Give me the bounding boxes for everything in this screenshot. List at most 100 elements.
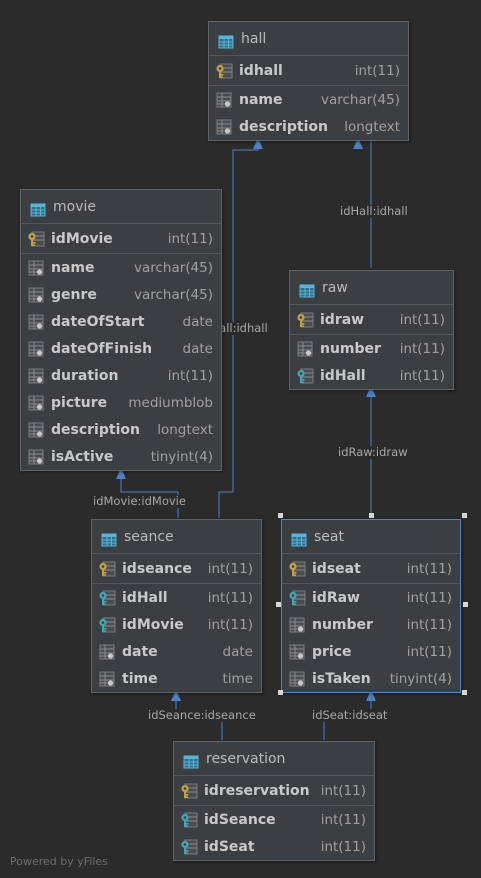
column-name: idMovie — [122, 616, 184, 633]
column-row[interactable]: idreservation int(11) — [174, 776, 374, 806]
column-row[interactable]: idseat int(11) — [282, 554, 460, 584]
column-icon — [288, 643, 306, 661]
column-type: tinyint(4) — [389, 670, 452, 687]
column-name: number — [320, 340, 381, 357]
column-row[interactable]: idMovie int(11) — [92, 611, 261, 638]
table-header[interactable]: seance — [92, 520, 261, 554]
edge-raw-hall — [358, 137, 372, 268]
table-header[interactable]: hall — [209, 22, 408, 56]
column-name: idRaw — [312, 589, 360, 606]
column-name: time — [122, 670, 158, 687]
table-header[interactable]: seat — [282, 520, 460, 554]
column-type: int(11) — [399, 367, 445, 384]
column-type: longtext — [157, 421, 213, 438]
column-name: dateOfStart — [51, 313, 145, 330]
column-type: int(11) — [207, 616, 253, 633]
column-name: name — [51, 259, 95, 276]
column-name: idreservation — [204, 782, 310, 799]
table-name: movie — [53, 198, 96, 215]
column-type: mediumblob — [128, 394, 213, 411]
column-icon — [98, 670, 116, 688]
column-icon — [215, 91, 233, 109]
column-row[interactable]: idRaw int(11) — [282, 584, 460, 611]
table-name: reservation — [206, 750, 286, 767]
primary-key-icon — [98, 560, 116, 578]
column-name: idSeat — [204, 838, 255, 855]
table-header[interactable]: movie — [21, 190, 221, 224]
column-type: longtext — [344, 118, 400, 135]
column-type: date — [182, 313, 213, 330]
column-type: int(11) — [406, 560, 452, 577]
table-header[interactable]: reservation — [174, 742, 374, 776]
column-icon — [98, 643, 116, 661]
column-type: int(11) — [406, 589, 452, 606]
edge-label-seance-movie: idMovie:idMovie — [92, 494, 187, 508]
selection-handle[interactable] — [462, 513, 467, 518]
column-type: tinyint(4) — [150, 448, 213, 465]
column-row[interactable]: description longtext — [21, 416, 221, 443]
foreign-key-icon — [98, 616, 116, 634]
column-type: date — [182, 340, 213, 357]
primary-key-icon — [215, 62, 233, 80]
column-type: int(11) — [320, 782, 366, 799]
column-name: price — [312, 643, 352, 660]
arrow-seat — [366, 690, 376, 701]
table-icon — [298, 279, 316, 297]
column-name: idseance — [122, 560, 192, 577]
column-name: idhall — [239, 62, 283, 79]
selection-handle[interactable] — [369, 513, 374, 518]
column-row[interactable]: dateOfStart date — [21, 308, 221, 335]
column-icon — [215, 118, 233, 136]
edge-seance-movie — [120, 468, 179, 518]
column-icon — [27, 448, 45, 466]
column-name: idHall — [122, 589, 168, 606]
column-name: duration — [51, 367, 119, 384]
arrow-raw — [366, 386, 376, 397]
table-icon — [29, 198, 47, 216]
selection-handle[interactable] — [276, 602, 281, 607]
selection-handle[interactable] — [462, 690, 467, 695]
table-header[interactable]: raw — [290, 271, 453, 305]
table-name: raw — [322, 279, 348, 296]
table-name: hall — [241, 30, 267, 47]
column-icon — [27, 259, 45, 277]
column-name: description — [51, 421, 140, 438]
selection-handle[interactable] — [463, 602, 468, 607]
column-name: number — [312, 616, 373, 633]
primary-key-icon — [180, 782, 198, 800]
selection-handle[interactable] — [278, 513, 283, 518]
table-name: seance — [124, 528, 174, 545]
powered-by-footer: Powered by yFiles — [10, 855, 108, 868]
column-icon — [27, 421, 45, 439]
selection-handle[interactable] — [278, 690, 283, 695]
column-name: idseat — [312, 560, 361, 577]
